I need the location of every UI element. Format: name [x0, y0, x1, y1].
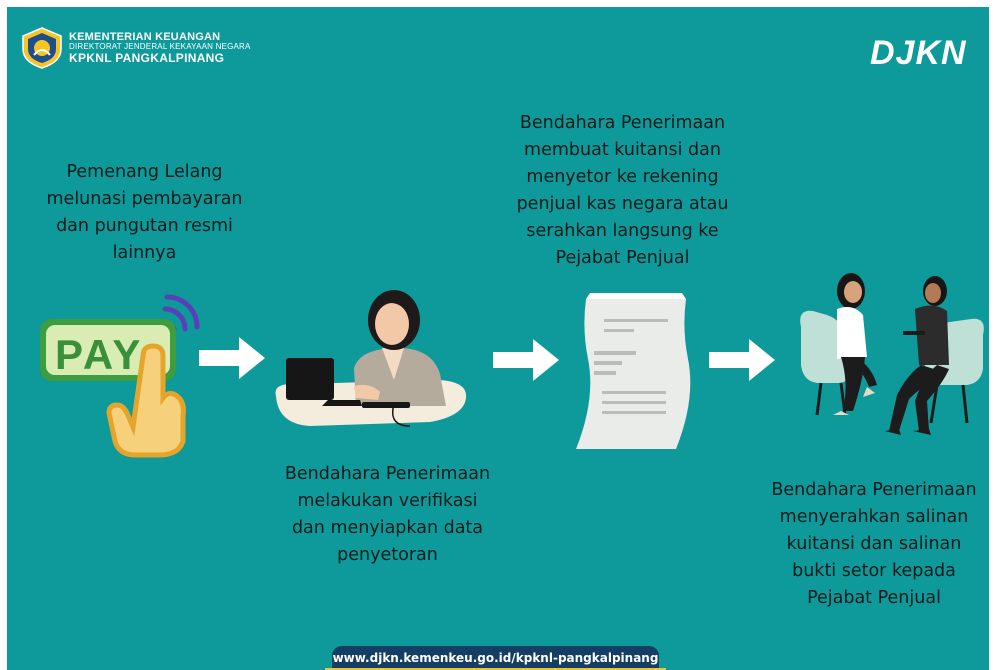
directorate-name: DIREKTORAT JENDERAL KEKAYAAN NEGARA	[69, 42, 251, 52]
brand-logo: DJKN	[870, 34, 967, 72]
ministry-name: KEMENTERIAN KEUANGAN	[69, 31, 221, 43]
step-2-text: Bendahara Penerimaan melakukan verifikas…	[284, 464, 491, 565]
arrow-right-icon	[493, 339, 559, 381]
step-4-text: Bendahara Penerimaan menyerahkan salinan…	[771, 480, 977, 608]
receipt-icon	[576, 293, 691, 449]
footer-accent-line	[325, 668, 666, 670]
office-name: KPKNL PANGKALPINANG	[69, 50, 225, 65]
treasurer-at-laptop-icon	[275, 290, 467, 427]
two-women-meeting-icon	[800, 273, 984, 435]
footer-url[interactable]: www.djkn.kemenkeu.go.id/kpknl-pangkalpin…	[332, 646, 659, 670]
arrow-right-icon	[709, 339, 775, 381]
pay-button-label: PAY	[55, 331, 143, 378]
pay-button-icon: PAY	[40, 294, 200, 458]
arrow-right-icon	[199, 337, 265, 379]
ministry-emblem-icon	[22, 27, 62, 69]
logo-text-block: KEMENTERIAN KEUANGAN DIREKTORAT JENDERAL…	[69, 31, 251, 65]
step-3-text: Bendahara Penerimaan membuat kuitansi da…	[516, 113, 729, 268]
infographic-frame: KEMENTERIAN KEUANGAN DIREKTORAT JENDERAL…	[7, 7, 989, 670]
step-1-text: Pemenang Lelang melunasi pembayaran dan …	[46, 162, 243, 263]
